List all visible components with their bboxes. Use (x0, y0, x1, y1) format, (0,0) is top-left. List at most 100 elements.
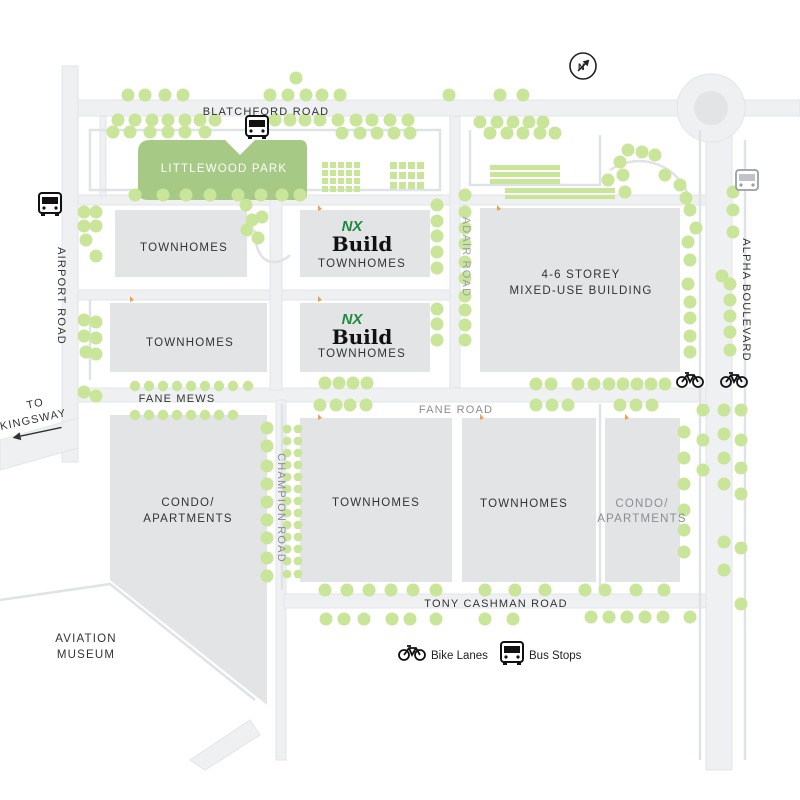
tree (293, 484, 303, 494)
tree (359, 398, 373, 412)
tree (544, 377, 558, 391)
tree (260, 531, 274, 545)
condo-se-line2: APARTMENTS (597, 513, 687, 525)
tree (282, 436, 292, 446)
tree (533, 126, 547, 140)
tree (726, 225, 740, 239)
tree (683, 203, 697, 217)
tree (318, 583, 332, 597)
tree (282, 448, 292, 458)
alpha-boulevard-label: ALPHA BOULEVARD (740, 238, 752, 362)
tree (677, 477, 691, 491)
aviation-museum-line2: MUSEUM (57, 649, 115, 661)
tree (401, 113, 415, 127)
tree (349, 113, 363, 127)
bus-stop-icon-blatchford (245, 115, 269, 139)
tree (282, 460, 292, 470)
tree (157, 380, 169, 392)
tree (198, 125, 212, 139)
legend-bike-icon (398, 645, 426, 661)
tree (289, 71, 303, 85)
tree (683, 253, 697, 267)
building-blocks (110, 208, 680, 705)
condo-se-line1: CONDO/ (615, 498, 668, 510)
tree (89, 389, 103, 403)
tree (268, 113, 282, 127)
tree (185, 409, 197, 421)
tree (429, 612, 443, 626)
tree (644, 377, 658, 391)
tree (143, 409, 155, 421)
condo-sw-line1: CONDO/ (161, 497, 214, 509)
tree (587, 377, 601, 391)
tree (478, 612, 492, 626)
tree (161, 125, 175, 139)
tree (282, 508, 292, 518)
tree (340, 583, 354, 597)
tree (260, 421, 274, 435)
tree (458, 255, 472, 269)
tree (683, 311, 697, 325)
tree (717, 451, 731, 465)
nx-mark-2: NX (342, 311, 364, 328)
tree (458, 271, 472, 285)
tree (260, 477, 274, 491)
tree (282, 484, 292, 494)
tree (333, 88, 347, 102)
tree (458, 237, 472, 251)
tree (121, 88, 135, 102)
tree (673, 178, 687, 192)
tree (293, 436, 303, 446)
tree (331, 113, 345, 127)
tree (283, 113, 297, 127)
tony-cashman-road-label: TONY CASHMAN ROAD (424, 598, 567, 610)
tree (578, 583, 592, 597)
tree (677, 503, 691, 517)
tree (717, 477, 731, 491)
tree (365, 113, 379, 127)
tree (260, 459, 274, 473)
tree (458, 318, 472, 332)
tree (176, 88, 190, 102)
tree (293, 448, 303, 458)
tree (658, 377, 672, 391)
tree (89, 219, 103, 233)
tree (145, 113, 159, 127)
tree (293, 508, 303, 518)
tree (657, 583, 671, 597)
littlewood-park-label: LITTLEWOOD PARK (161, 163, 287, 175)
tree (293, 188, 307, 202)
tree (260, 551, 274, 565)
tree (717, 563, 731, 577)
tree (723, 293, 737, 307)
tree (458, 205, 472, 219)
tree (171, 380, 183, 392)
tree (260, 569, 274, 583)
tree (329, 398, 343, 412)
tree (403, 126, 417, 140)
tree (648, 148, 662, 162)
tree (529, 377, 543, 391)
tree (179, 188, 193, 202)
tree (282, 556, 292, 566)
tree (442, 88, 456, 102)
tree (473, 115, 487, 129)
townhomes-label-s1: TOWNHOMES (332, 497, 420, 509)
nx-build-logo-2: NX Build (332, 311, 393, 349)
tree (384, 583, 398, 597)
tree (245, 213, 259, 227)
tree (157, 409, 169, 421)
tree (313, 113, 327, 127)
arrow-left-icon (12, 426, 62, 441)
tree (227, 409, 239, 421)
tree (516, 88, 530, 102)
tree (584, 610, 598, 624)
legend: Bike Lanes Bus Stops (398, 641, 582, 665)
blatchford-road-label: BLATCHFORD ROAD (203, 106, 330, 118)
tree (602, 610, 616, 624)
tree (240, 223, 254, 237)
tree (158, 88, 172, 102)
tree (618, 185, 632, 199)
tree (723, 343, 737, 357)
tree (430, 317, 444, 331)
